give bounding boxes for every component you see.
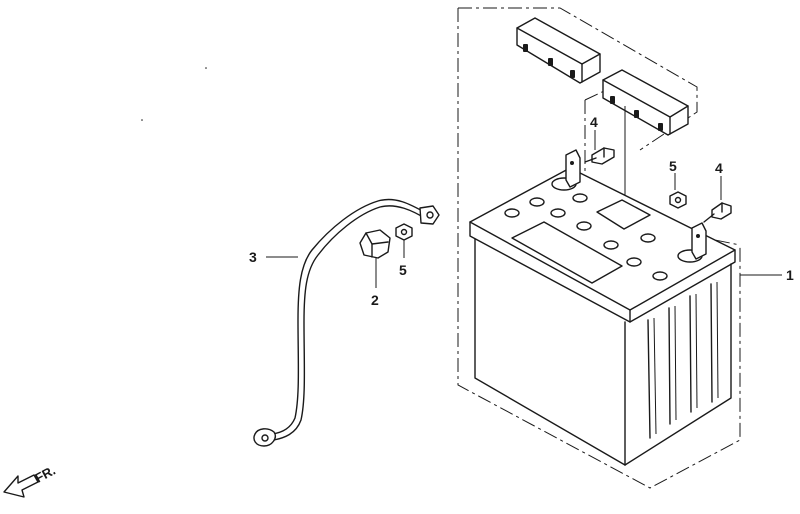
- battery: [469, 149, 736, 466]
- callout-5-right: 5: [669, 158, 677, 174]
- terminal-clamp: [359, 229, 391, 259]
- terminal-cover-front: [602, 69, 689, 136]
- callout-1: 1: [786, 267, 794, 283]
- nut-left: [395, 223, 413, 241]
- callout-4-left: 4: [590, 114, 598, 130]
- stray-mark: [141, 119, 143, 121]
- leader-lines: [266, 130, 782, 288]
- callout-2: 2: [371, 292, 379, 308]
- bolt-right: [703, 202, 732, 223]
- callout-4-right: 4: [715, 160, 723, 176]
- bolt-left: [584, 147, 615, 165]
- terminal-cover-rear: [516, 17, 601, 84]
- callout-5-left: 5: [399, 262, 407, 278]
- nut-right: [669, 191, 687, 209]
- front-direction-indicator: FR.: [3, 463, 58, 498]
- callout-3: 3: [249, 249, 257, 265]
- front-arrow-icon: [3, 474, 39, 498]
- stray-mark: [205, 67, 207, 69]
- battery-cable: [253, 198, 440, 447]
